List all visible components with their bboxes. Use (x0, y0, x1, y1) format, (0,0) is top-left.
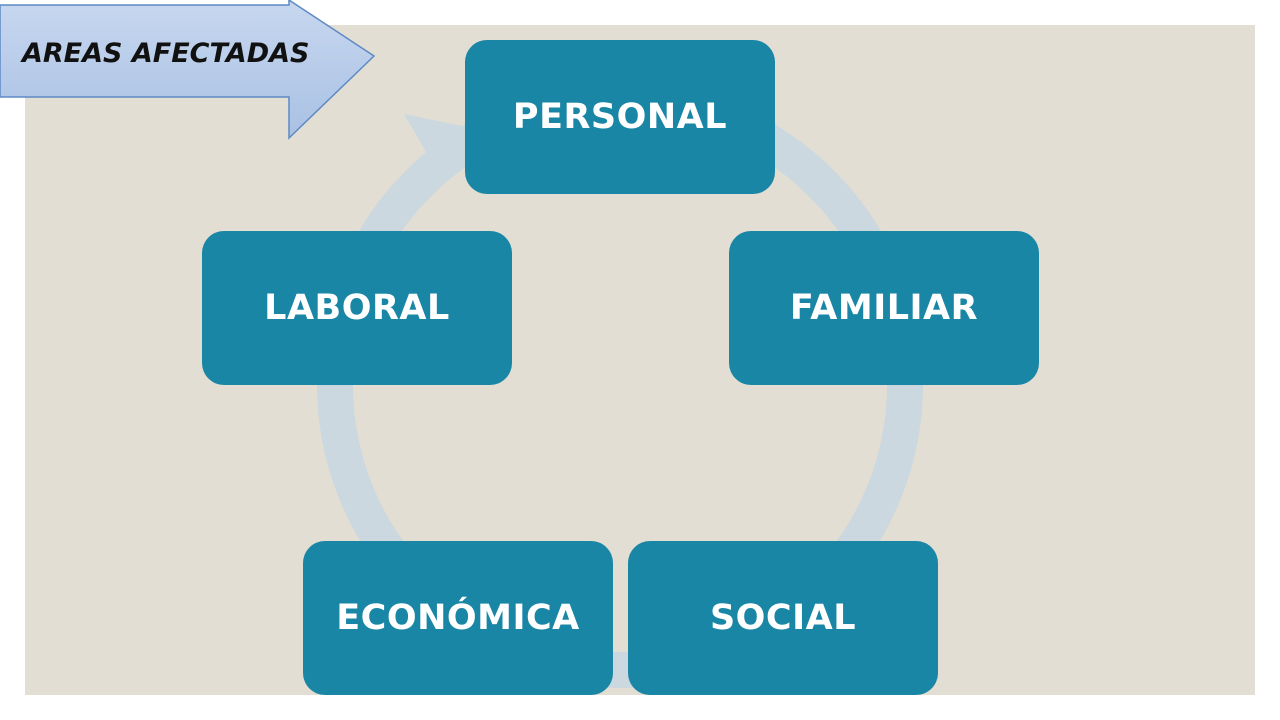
cycle-node-label: FAMILIAR (789, 288, 979, 328)
cycle-node-label: PERSONAL (512, 97, 728, 137)
title-arrow-shape (0, 0, 376, 140)
cycle-node-economica: ECONÓMICA (303, 541, 613, 695)
slide-title: AREAS AFECTADAS (22, 38, 310, 69)
cycle-node-label: LABORAL (264, 288, 450, 328)
cycle-node-social: SOCIAL (628, 541, 938, 695)
title-arrow-body (0, 0, 376, 140)
cycle-arrowhead (404, 114, 462, 176)
cycle-node-label: ECONÓMICA (336, 598, 580, 638)
cycle-node-laboral: LABORAL (202, 231, 512, 385)
cycle-node-personal: PERSONAL (465, 40, 775, 194)
cycle-node-label: SOCIAL (709, 598, 857, 638)
cycle-node-familiar: FAMILIAR (729, 231, 1039, 385)
